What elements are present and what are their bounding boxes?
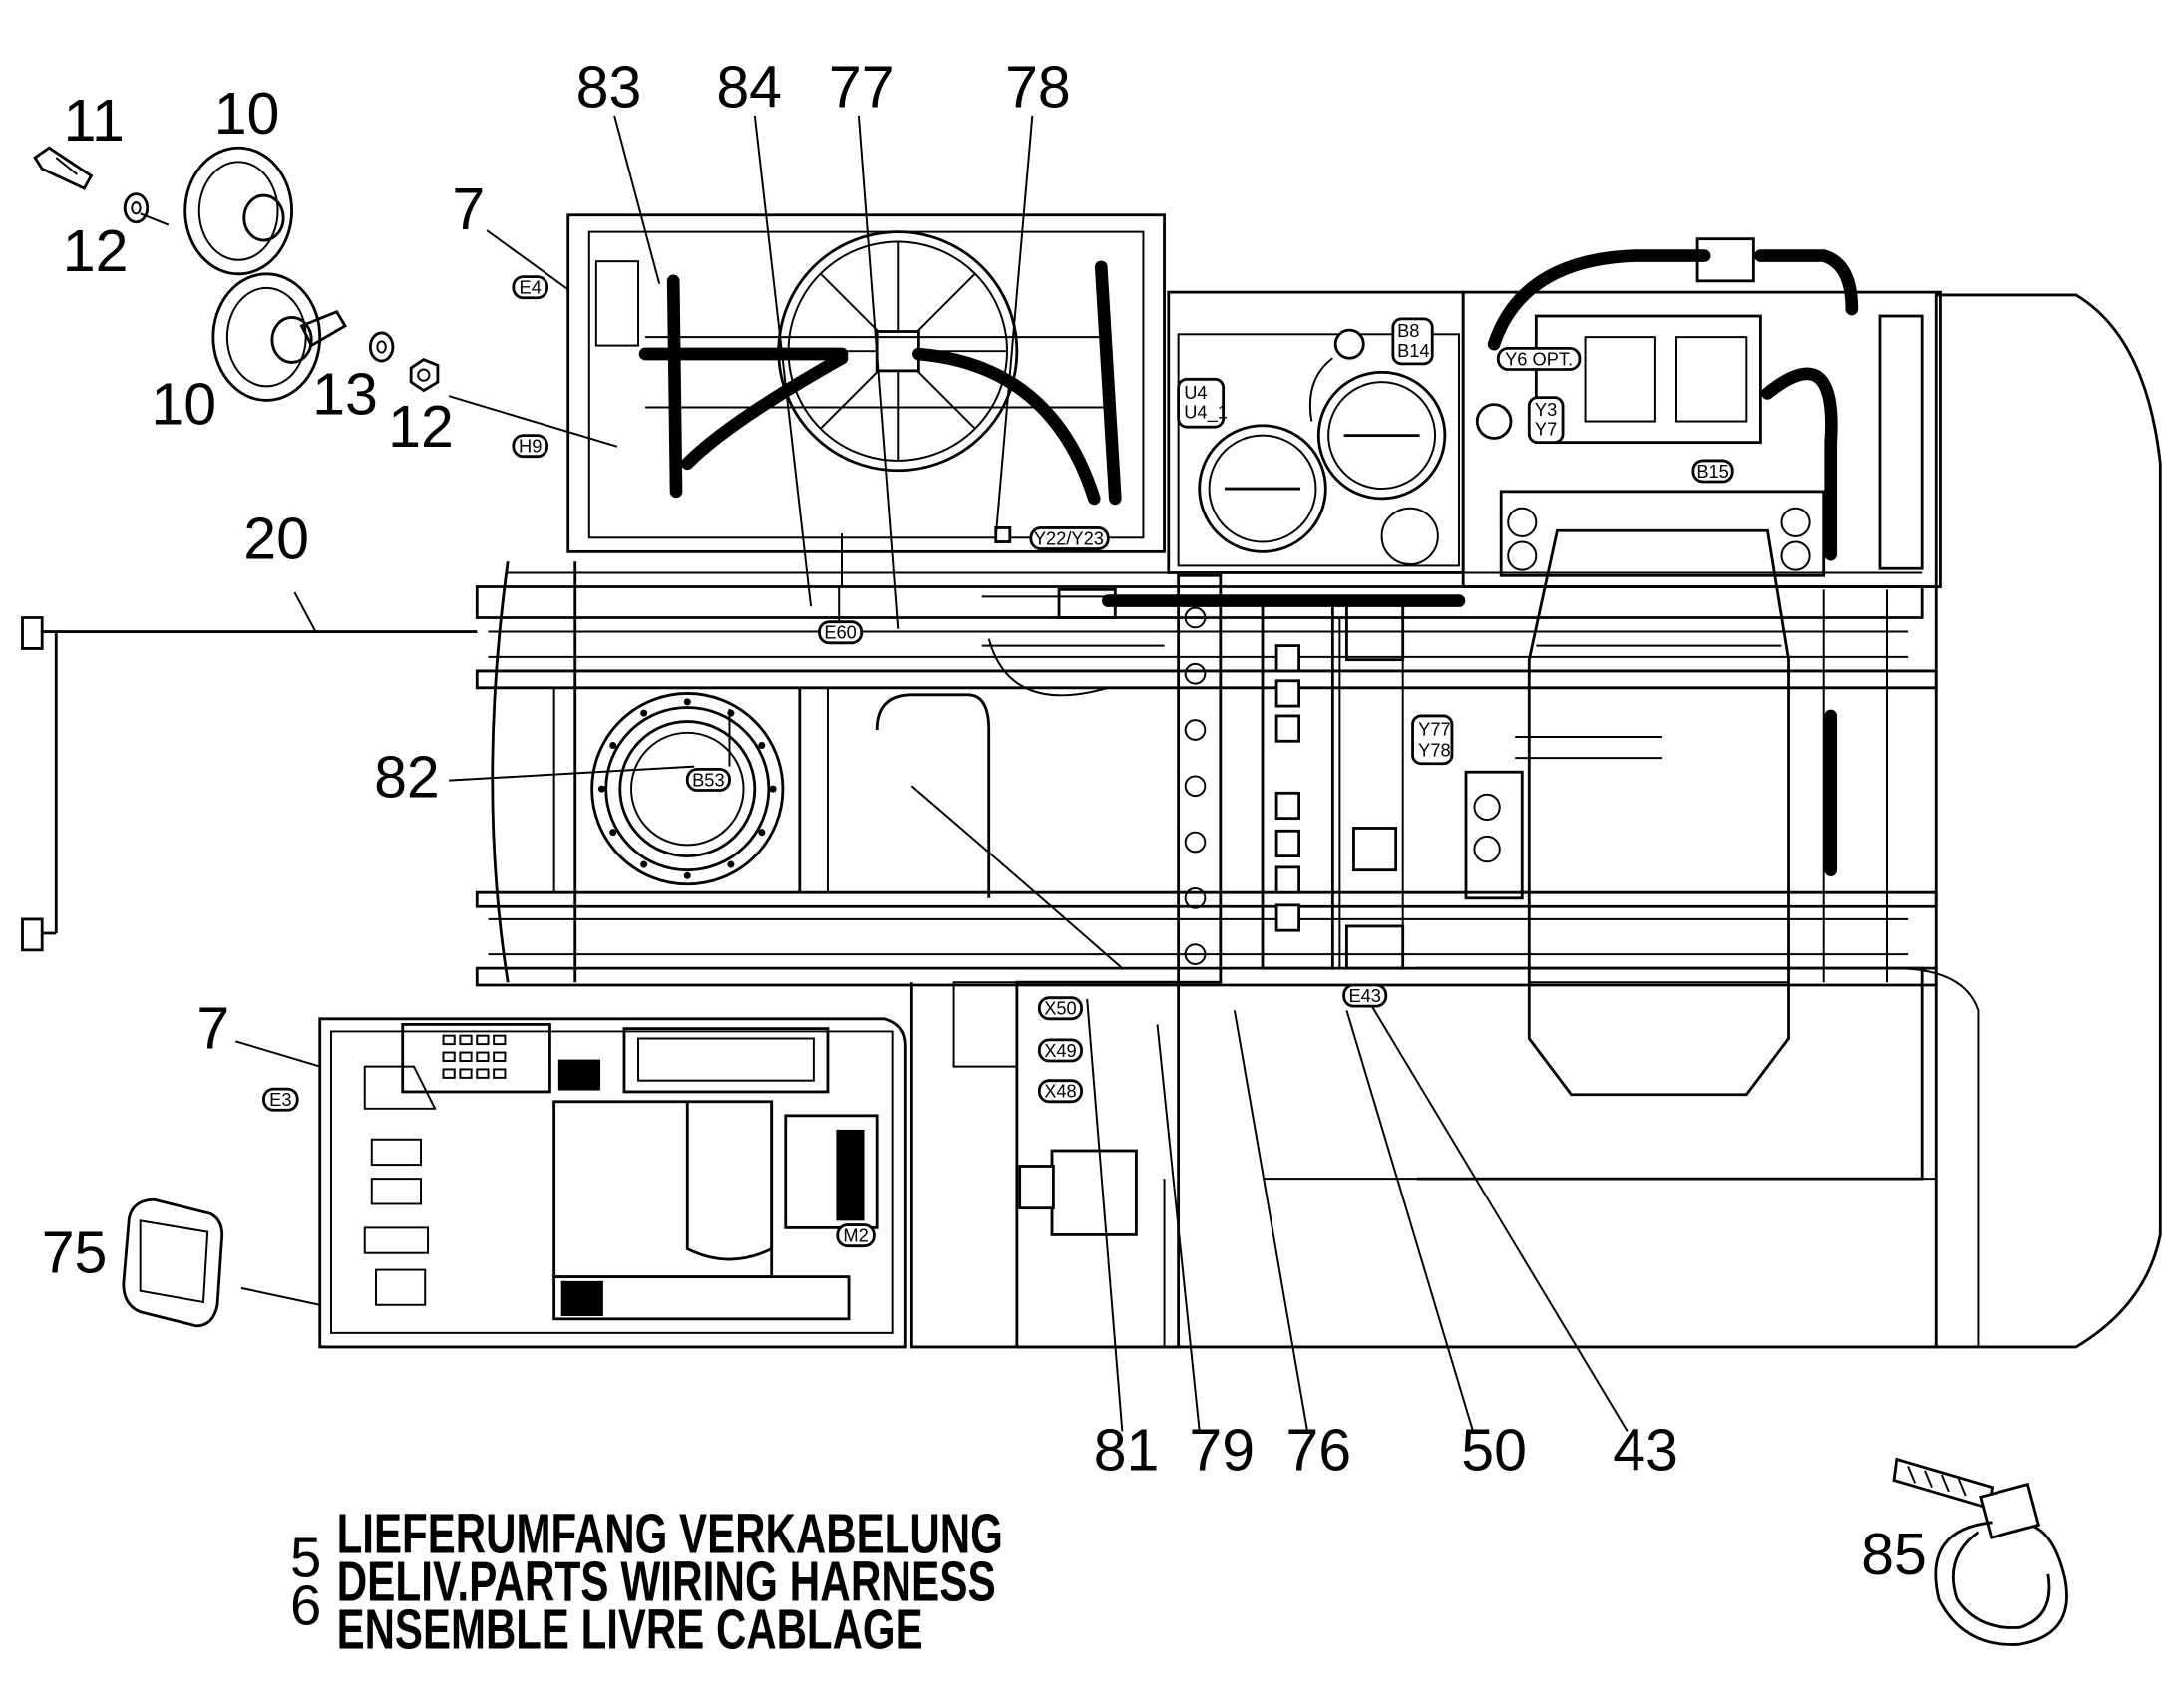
cable-20 (21, 616, 478, 952)
caption-block: 5 6 LIEFERUMFANG VERKABELUNG DELIV.PARTS… (290, 1503, 1003, 1661)
tag-u4: U4 (1184, 382, 1207, 403)
tag-b15: B15 (1696, 461, 1729, 482)
tag-e3: E3 (269, 1089, 291, 1110)
callout-13: 13 (312, 362, 378, 428)
tag-e4: E4 (520, 277, 542, 298)
leader-lines (140, 115, 1629, 1432)
tag-y77: Y77 (1418, 719, 1451, 740)
tag-y6-opt: Y6 OPT. (1505, 348, 1573, 369)
callout-10-top: 10 (214, 81, 280, 147)
callout-78: 78 (1005, 54, 1071, 120)
cover-75 (122, 1197, 224, 1328)
callout-82: 82 (374, 745, 440, 811)
callout-12-top: 12 (63, 218, 129, 284)
callout-43: 43 (1613, 1418, 1678, 1484)
cable-tie-85 (1892, 1457, 2068, 1646)
tag-h9: H9 (519, 435, 542, 456)
tag-y3: Y3 (1535, 399, 1557, 420)
main-frame (475, 293, 2162, 1349)
caption-number-5: 5 (290, 1527, 321, 1589)
tag-x50: X50 (1044, 998, 1077, 1019)
operator-cab (318, 1017, 907, 1349)
tag-e60: E60 (824, 622, 856, 643)
radiator-fan-assembly (566, 213, 1166, 587)
callout-50: 50 (1461, 1418, 1527, 1484)
callout-7-top: 7 (452, 176, 485, 242)
tag-b53: B53 (692, 769, 725, 790)
callout-7-bottom: 7 (196, 995, 229, 1061)
tag-x49: X49 (1044, 1040, 1077, 1061)
callout-85: 85 (1861, 1522, 1927, 1587)
caption-line-french: ENSEMBLE LIVRE CABLAGE (337, 1597, 923, 1660)
connector-tags: E4 H9 E3 E60 B53 Y22/Y23 B8 B14 U4 U4_1 … (262, 275, 1734, 1248)
tag-b8: B8 (1397, 320, 1419, 341)
tag-e43: E43 (1348, 985, 1381, 1006)
caption-line-german: LIEFERUMFANG VERKABELUNG (337, 1503, 1003, 1565)
callout-20: 20 (243, 506, 309, 571)
horn-assembly-parts (33, 146, 440, 402)
tag-y78: Y78 (1418, 740, 1451, 761)
callout-83: 83 (576, 54, 642, 120)
callout-10-bottom: 10 (151, 371, 216, 437)
callout-84: 84 (716, 54, 782, 120)
caption-number-6: 6 (290, 1573, 321, 1636)
tag-y22-y23: Y22/Y23 (1034, 527, 1104, 548)
bearing-bolts (597, 698, 777, 879)
tag-x48: X48 (1044, 1081, 1077, 1102)
callout-81: 81 (1094, 1418, 1160, 1484)
callout-79: 79 (1189, 1418, 1255, 1484)
control-valve-block (981, 573, 1466, 984)
tag-u4-1: U4_1 (1184, 402, 1228, 424)
callout-77: 77 (829, 54, 895, 120)
callout-75: 75 (42, 1219, 108, 1285)
callout-76: 76 (1285, 1418, 1351, 1484)
tag-b14: B14 (1397, 340, 1430, 361)
tag-m2: M2 (843, 1224, 868, 1245)
callout-11: 11 (64, 88, 125, 154)
caption-line-english: DELIV.PARTS WIRING HARNESS (337, 1550, 996, 1613)
tag-y7: Y7 (1535, 419, 1557, 440)
engine-compartment (1167, 237, 1942, 1097)
callout-numbers: 83 84 77 78 11 10 12 7 10 13 12 20 82 7 … (42, 54, 1927, 1586)
callout-12-bottom: 12 (388, 394, 454, 460)
keypad (442, 1034, 507, 1079)
